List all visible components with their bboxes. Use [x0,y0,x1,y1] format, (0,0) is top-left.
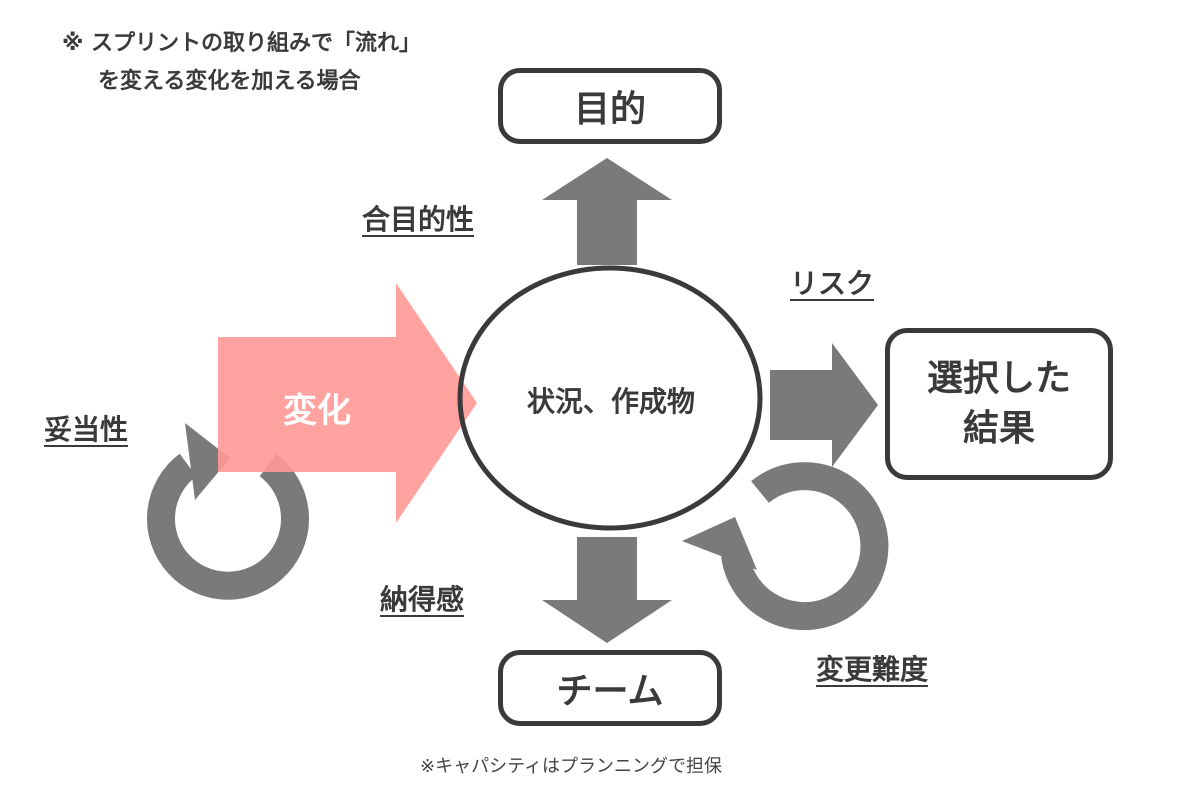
label-change-difficulty: 変更難度 [816,653,929,686]
right-arrow [770,343,878,467]
node-result-line-1: 選択した [926,358,1071,399]
node-purpose-label: 目的 [573,89,646,130]
change-label: 変化 [283,391,351,431]
label-acceptance: 納得感 [380,583,465,616]
label-risk: リスク [790,267,875,300]
footer-note: ※キャパシティはプランニングで担保 [420,756,723,777]
node-result: 選択した 結果 [885,328,1113,480]
label-validity: 妥当性 [44,413,129,446]
node-team: チーム [498,650,722,726]
node-result-line-2: 結果 [962,408,1035,449]
up-arrow [542,158,672,265]
center-label: 状況、作成物 [526,385,695,418]
note-line-2: を変える変化を加える場合 [98,69,361,94]
center-ellipse [457,265,763,531]
note-line-1: ※ スプリントの取り組みで「流れ」 [62,31,422,56]
node-team-label: チーム [556,671,664,712]
node-purpose: 目的 [498,68,722,144]
change-arrow [218,283,477,523]
right-cycle-icon [682,462,889,631]
down-arrow [542,537,672,643]
left-cycle-icon [147,423,309,600]
label-purposefulness: 合目的性 [362,203,475,236]
